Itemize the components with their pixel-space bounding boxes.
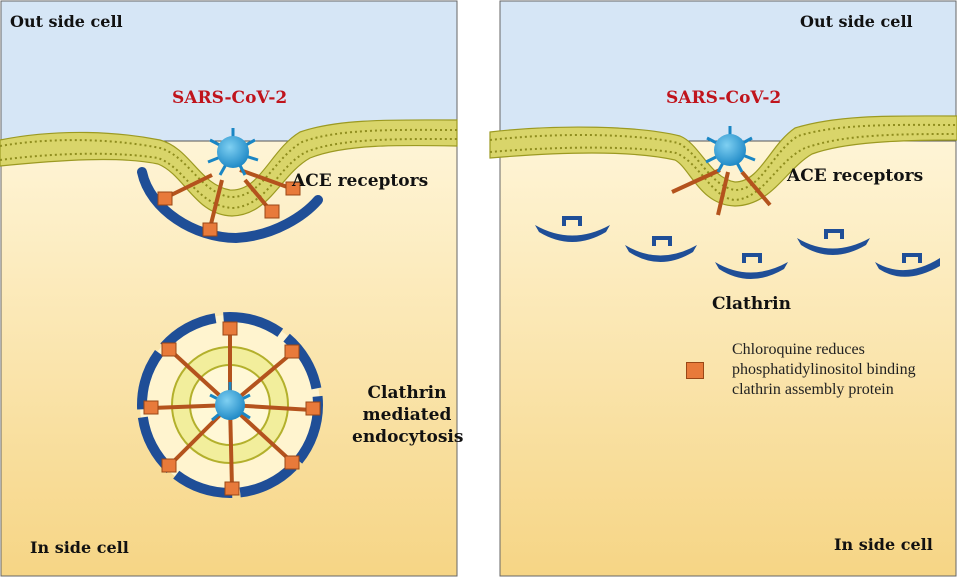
right-inside-label: In side cell xyxy=(834,535,933,554)
left-panel xyxy=(0,0,458,577)
right-virus xyxy=(705,126,756,173)
left-assembly-proteins xyxy=(157,181,301,237)
right-panel xyxy=(489,0,957,577)
right-receptor-label: ACE receptors xyxy=(787,166,924,186)
right-free-clathrin xyxy=(535,216,940,279)
right-ace-receptors xyxy=(671,168,772,216)
assembly-protein-legend-swatch xyxy=(686,362,704,379)
left-clathrin-coat xyxy=(137,167,323,244)
left-inside-label: In side cell xyxy=(30,538,129,557)
left-cell-membrane xyxy=(0,119,458,217)
left-ace-receptors xyxy=(164,168,291,229)
left-virus-label: SARS-CoV-2 xyxy=(172,88,288,108)
right-virus-label: SARS-CoV-2 xyxy=(666,88,782,108)
left-receptor-label: ACE receptors xyxy=(292,171,429,191)
right-outside-label: Out side cell xyxy=(800,12,913,31)
left-outside-label: Out side cell xyxy=(10,12,123,31)
left-virus xyxy=(207,128,259,176)
legend-text: Chloroquine reduces phosphatidylinositol… xyxy=(732,341,916,398)
left-pathway-label: Clathrin mediated endocytosis xyxy=(352,383,464,447)
left-outside-region xyxy=(0,0,458,142)
left-endocytic-vesicle xyxy=(137,312,323,498)
right-clathrin-label: Clathrin xyxy=(712,294,791,314)
